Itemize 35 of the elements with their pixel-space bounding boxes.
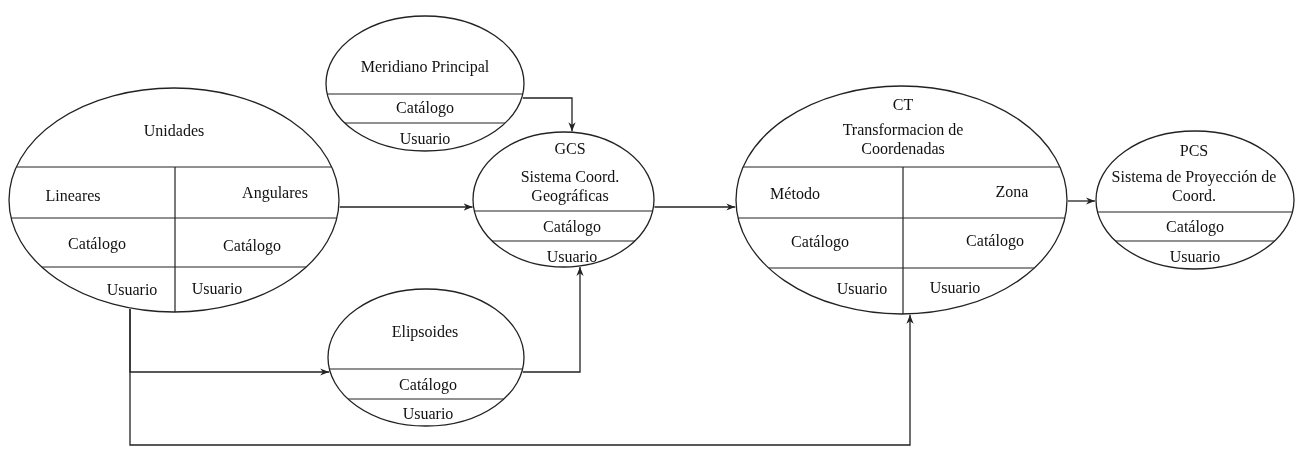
arrow [129, 308, 914, 446]
node-label: PCS [1179, 140, 1209, 160]
node-label: Lineares [45, 185, 101, 205]
node-label: Catálogo [791, 231, 849, 251]
arrow [1067, 197, 1096, 205]
node-label: Usuario [546, 246, 598, 266]
node-label: Catálogo [543, 216, 601, 236]
node-label: Usuario [836, 278, 888, 298]
node-label: Usuario [1169, 246, 1221, 266]
node-label: Zona [995, 181, 1029, 201]
node-label: Elipsoides [391, 321, 459, 341]
arrow [653, 203, 736, 211]
node-label: Transformacion de Coordenadas [841, 120, 965, 158]
node-label: Catálogo [223, 235, 281, 255]
node-label: CT [892, 94, 914, 114]
node-label: Meridiano Principal [360, 56, 490, 76]
node-label: Catálogo [1166, 216, 1224, 236]
node-label: Catálogo [399, 374, 457, 394]
arrow [339, 203, 474, 211]
node-label: Angulares [242, 182, 308, 202]
node-label: Sistema de Proyección de Coord. [1110, 167, 1278, 205]
node-label: Usuario [191, 278, 243, 298]
node-label: Unidades [143, 120, 205, 140]
node-label: Usuario [106, 279, 158, 299]
node-label: GCS [554, 138, 586, 158]
arrow [522, 266, 584, 373]
node-label: Método [770, 183, 820, 203]
node-label: Catálogo [396, 97, 454, 117]
node-label: Usuario [929, 277, 981, 297]
node-label: Usuario [402, 403, 454, 423]
node-label: Sistema Coord. Geográficas [519, 167, 621, 205]
arrow [522, 97, 576, 132]
node-label: Usuario [399, 128, 451, 148]
node-label: Catálogo [68, 233, 126, 253]
node-label: Catálogo [966, 230, 1024, 250]
